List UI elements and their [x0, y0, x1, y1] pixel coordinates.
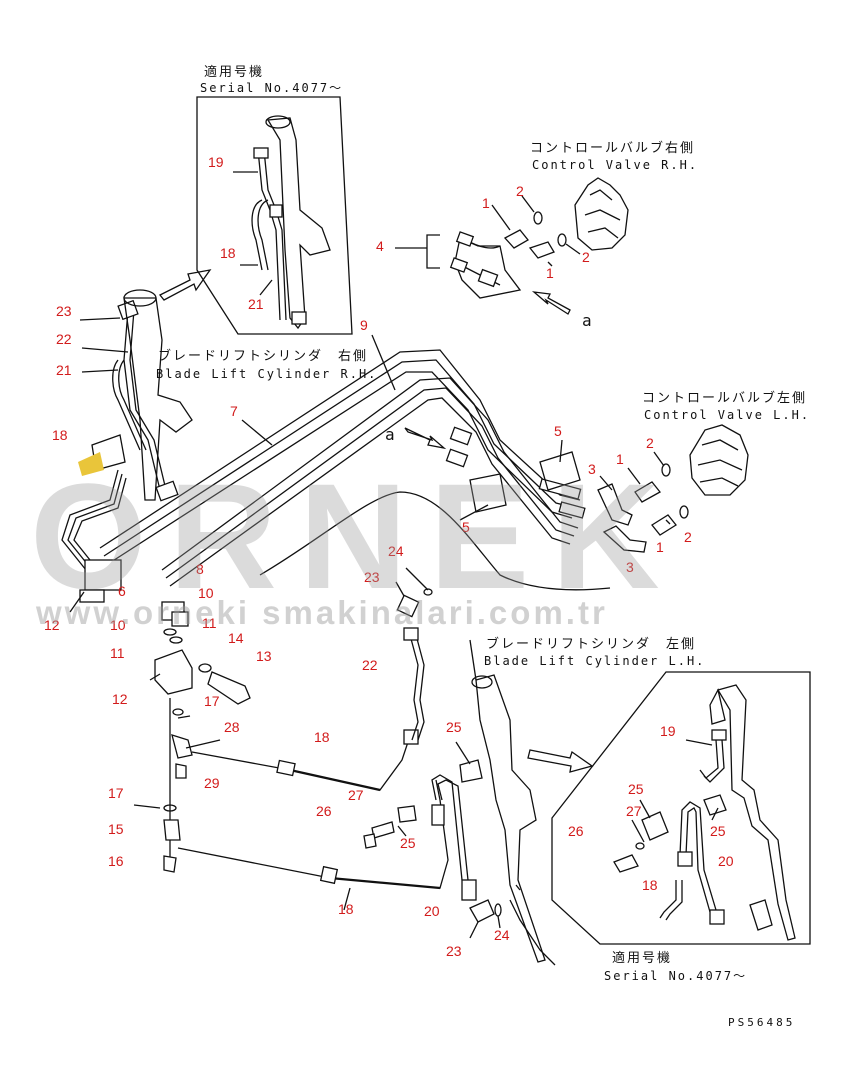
callout: 5	[462, 519, 470, 535]
inset-bottom-jp: 適用号機	[612, 950, 672, 966]
hose-20-lower-lh	[431, 774, 502, 939]
callout: 1	[616, 451, 624, 467]
callout: 9	[360, 317, 368, 333]
inset-bottom	[551, 671, 811, 945]
inset-top-jp: 適用号機	[204, 64, 264, 80]
callout: 28	[224, 719, 240, 735]
watermark-brand: ORNEK	[30, 452, 682, 620]
callout: 23	[56, 303, 72, 319]
callout: 2	[646, 435, 654, 451]
callout: 22	[362, 657, 378, 673]
callout: 17	[108, 785, 124, 801]
callout: 27	[626, 803, 642, 819]
callout: 23	[446, 943, 462, 959]
arrow-to-inset-top	[158, 269, 212, 301]
callout: 1	[482, 195, 490, 211]
callout: 25	[710, 823, 726, 839]
drawing-code: PS56485	[728, 1016, 795, 1029]
callout: 27	[348, 787, 364, 803]
hose-18-lower	[177, 779, 449, 911]
callout: 8	[196, 561, 204, 577]
callout: 26	[568, 823, 584, 839]
tag-18-mark	[78, 452, 104, 476]
blc-right-en: Blade Lift Cylinder R.H.	[156, 367, 377, 381]
callout: 2	[684, 529, 692, 545]
callout: 1	[546, 265, 554, 281]
callout: 25	[446, 719, 462, 735]
callout: 3	[626, 559, 634, 575]
callout: 2	[582, 249, 590, 265]
callout: 29	[204, 775, 220, 791]
blade-lift-cylinder-right	[69, 289, 193, 613]
callout: 25	[400, 835, 416, 851]
inset-bottom-serial: Serial No.4077～	[604, 969, 747, 983]
callout: 10	[198, 585, 214, 601]
callout: 19	[660, 723, 676, 739]
callout: 4	[376, 238, 384, 254]
blc-left-en: Blade Lift Cylinder L.H.	[484, 654, 705, 668]
view-a-label-2: a	[385, 425, 397, 444]
callouts: 19 18 21 1 2 4 2 1 23 22 21 9 7 18 5 2 1…	[44, 154, 734, 959]
callout: 15	[108, 821, 124, 837]
callout: 13	[256, 648, 272, 664]
callout: 18	[52, 427, 68, 443]
callout: 21	[248, 296, 264, 312]
callout: 12	[44, 617, 60, 633]
callout: 6	[118, 583, 126, 599]
cv-right-en: Control Valve R.H.	[532, 158, 698, 172]
cv-right-jp: コントロールバルブ右側	[530, 140, 695, 156]
callout: 2	[516, 183, 524, 199]
callout: 5	[554, 423, 562, 439]
blc-left-jp: ブレードリフトシリンダ 左側	[486, 636, 696, 652]
hose-22-upper-lh	[395, 567, 433, 741]
callout: 24	[388, 543, 404, 559]
cv-left-en: Control Valve L.H.	[644, 408, 810, 422]
callout: 3	[588, 461, 596, 477]
watermark-url: www.orneki smakinalari.com.tr	[35, 594, 608, 631]
control-valve-right	[395, 177, 629, 315]
inset-top	[196, 96, 353, 335]
callout: 16	[108, 853, 124, 869]
callout: 18	[338, 901, 354, 917]
cv-left-jp: コントロールバルブ左側	[642, 390, 807, 406]
callout: 17	[204, 693, 220, 709]
callout: 18	[642, 877, 658, 893]
valve-block-stack	[133, 601, 251, 873]
callout: 20	[718, 853, 734, 869]
callout: 1	[656, 539, 664, 555]
callout: 14	[228, 630, 244, 646]
callout: 19	[208, 154, 224, 170]
inset-top-serial: Serial No.4077～	[200, 81, 343, 95]
callout: 18	[220, 245, 236, 261]
blade-lift-cylinder-left	[363, 639, 556, 966]
callout: 11	[110, 645, 125, 661]
callout: 22	[56, 331, 72, 347]
callout: 7	[230, 403, 238, 419]
callout: 21	[56, 362, 72, 378]
callout: 18	[314, 729, 330, 745]
callout: 25	[628, 781, 644, 797]
view-a-label-1: a	[582, 311, 594, 330]
callout: 24	[494, 927, 510, 943]
callout: 11	[202, 615, 217, 631]
callout: 10	[110, 617, 126, 633]
callout: 12	[112, 691, 128, 707]
callout: 20	[424, 903, 440, 919]
hose-18-upper	[191, 729, 419, 792]
blc-right-jp: ブレードリフトシリンダ 右側	[158, 348, 368, 364]
arrow-to-inset-bottom	[527, 749, 594, 773]
control-valve-left	[597, 424, 749, 553]
callout: 23	[364, 569, 380, 585]
callout: 26	[316, 803, 332, 819]
